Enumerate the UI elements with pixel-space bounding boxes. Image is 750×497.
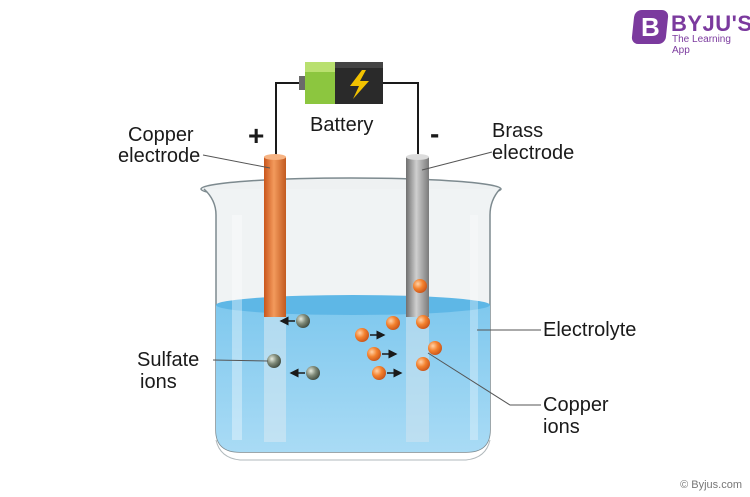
logo-name: BYJU'S — [671, 11, 750, 36]
copper-ion — [428, 341, 442, 355]
sulfate-ion — [296, 314, 310, 328]
sulfate-ions — [267, 314, 320, 380]
electrolyte-liquid — [216, 305, 490, 452]
copper-ions-label-line2: ions — [543, 416, 580, 438]
copper-ion — [416, 357, 430, 371]
leader-copper-electrode — [202, 154, 271, 169]
copper-ion — [416, 315, 430, 329]
positive-terminal-sign: + — [248, 120, 265, 151]
sulfate-ion — [306, 366, 320, 380]
copper-ion — [386, 316, 400, 330]
copper-electrode — [264, 154, 286, 442]
copper-ion — [372, 366, 386, 380]
copper-ion — [413, 279, 427, 293]
wire-positive — [275, 82, 303, 165]
battery-label: Battery — [310, 114, 374, 136]
wire-negative — [383, 82, 419, 165]
leader-copper-ions — [427, 352, 541, 406]
logo-tagline: The Learning App — [672, 34, 731, 56]
electrolyte-label: Electrolyte — [543, 319, 637, 341]
sulfate-ion — [267, 354, 281, 368]
leader-sulfate-ions — [212, 359, 269, 362]
brass-electrode-label-line2: electrode — [492, 142, 575, 164]
brass-electrode — [406, 154, 429, 442]
copyright-notice: © Byjus.com — [680, 479, 742, 491]
leader-brass-electrode — [421, 151, 493, 171]
sulfate-ions-label-line2: ions — [140, 371, 177, 393]
copper-ions — [355, 279, 442, 380]
electrolyte-surface — [216, 295, 490, 315]
logo-mark-letter: B — [641, 12, 660, 42]
battery-icon — [299, 62, 383, 104]
copper-ion — [367, 347, 381, 361]
negative-terminal-sign: - — [430, 118, 440, 149]
copper-ion — [355, 328, 369, 342]
sulfate-ions-label-line1: Sulfate — [137, 349, 200, 371]
copper-electrode-label-line1: Copper — [128, 124, 194, 146]
copper-ions-label-line1: Copper — [543, 394, 609, 416]
copper-electrode-label-line2: electrode — [118, 145, 201, 167]
brass-electrode-label-line1: Brass — [492, 120, 544, 142]
byjus-logo: B BYJU'S The Learning App — [631, 10, 750, 56]
